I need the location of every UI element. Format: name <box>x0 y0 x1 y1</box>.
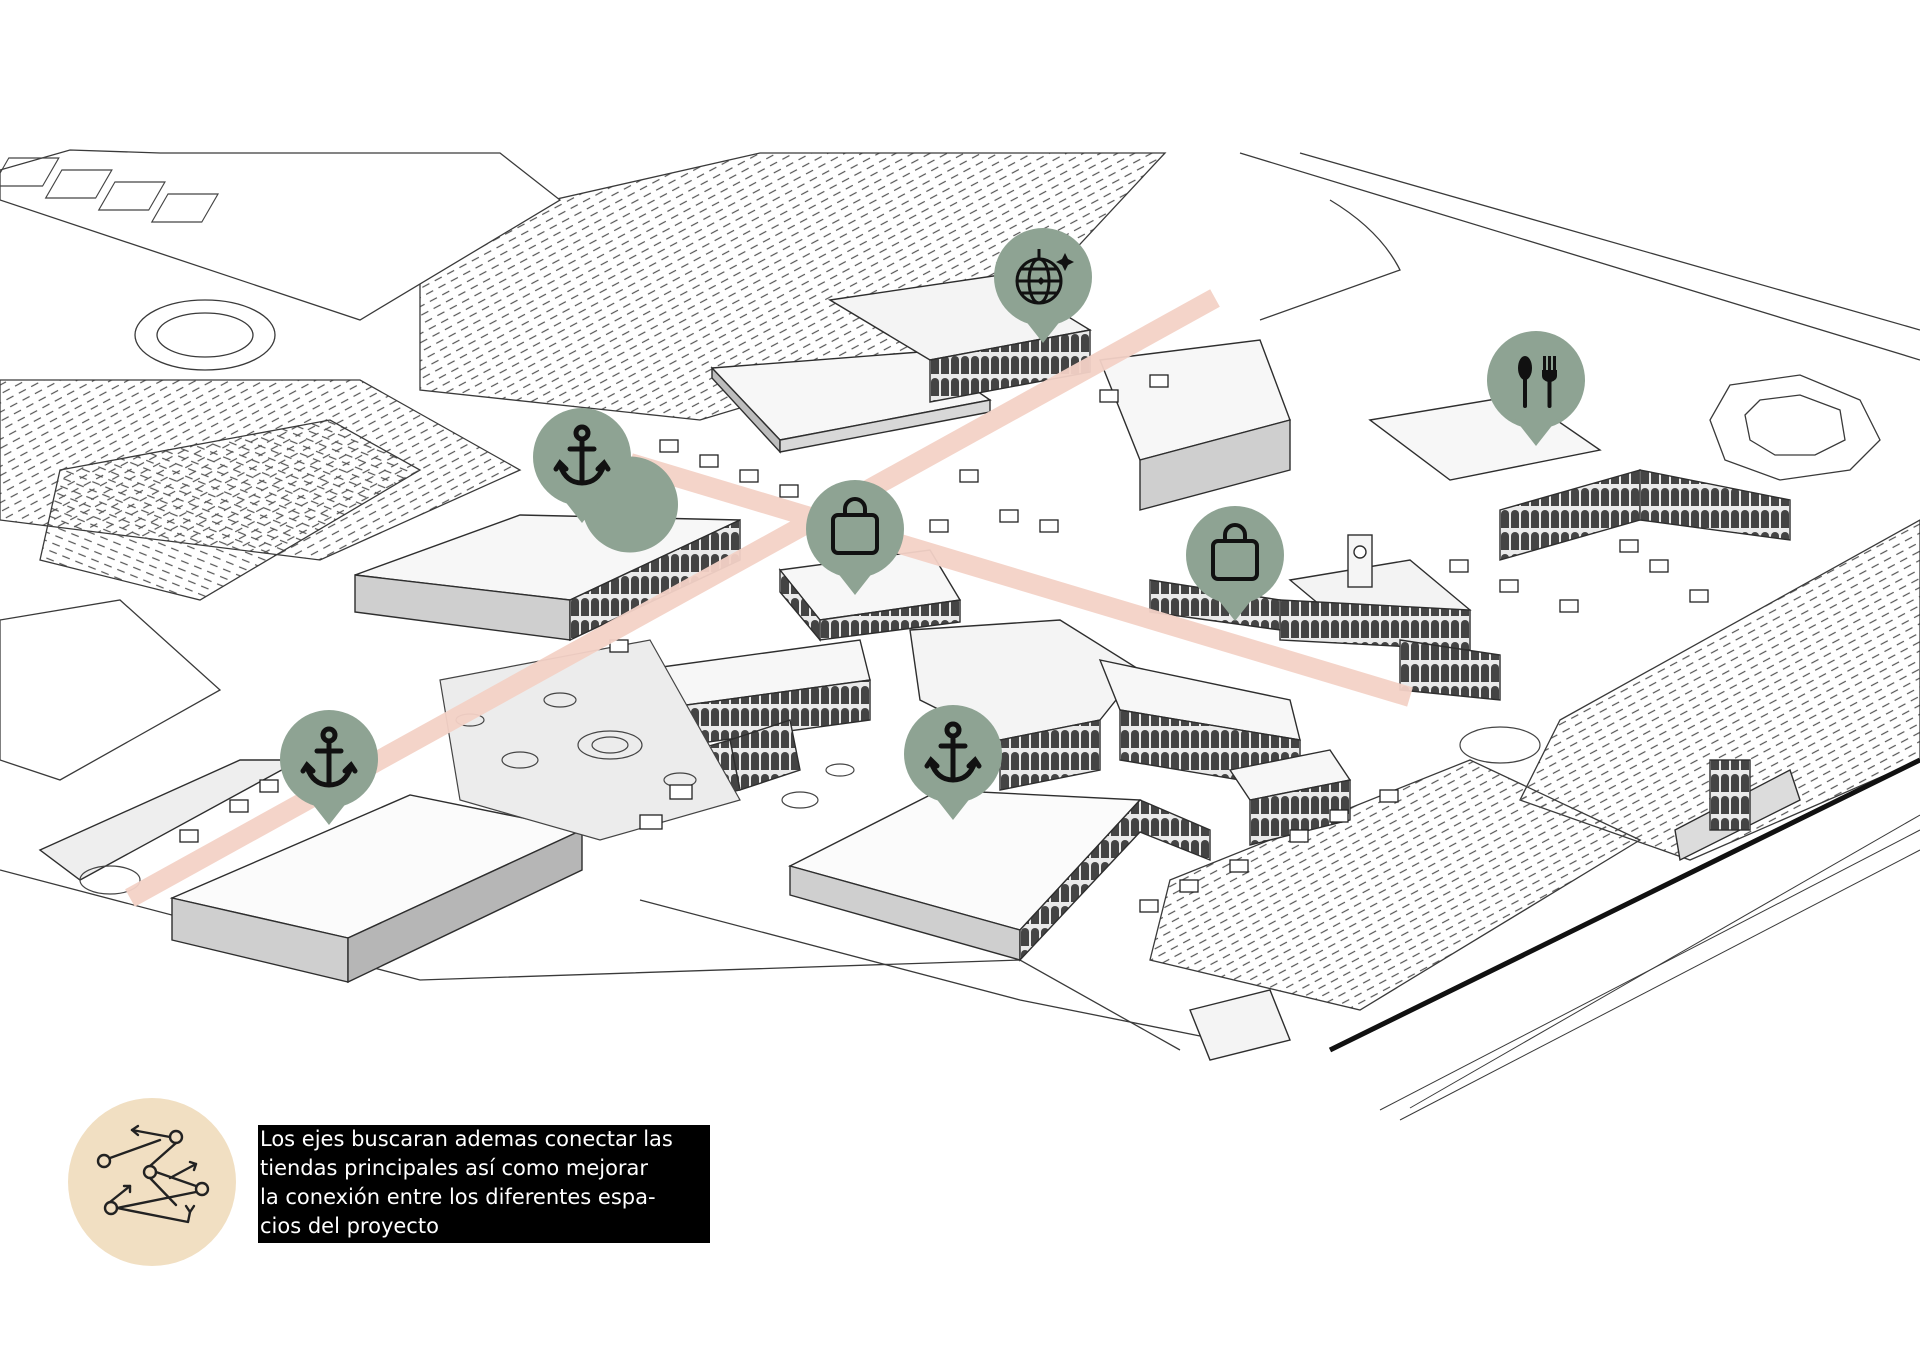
sports-block <box>0 149 562 321</box>
marker-anchor-north[interactable] <box>533 408 678 553</box>
marker-anchor-southwest[interactable] <box>280 710 378 825</box>
shopping-bag-icon <box>831 497 879 555</box>
roundabout-west <box>79 865 141 895</box>
shopping-bag-icon <box>1211 523 1259 581</box>
fountain-main <box>577 730 643 760</box>
parking-lot-west-lower <box>39 419 422 601</box>
kiosks <box>179 374 1709 913</box>
northeast-octagon-plaza <box>1709 374 1881 481</box>
legend-description: Los ejes buscaran ademas conectar las ti… <box>258 1125 710 1243</box>
fork-spoon-icon <box>1518 356 1557 408</box>
clock-tower <box>1347 534 1373 588</box>
disco-ball-icon <box>1015 249 1074 305</box>
anchor-icon <box>300 726 358 788</box>
anchor-icon <box>553 424 611 486</box>
marker-entertainment[interactable] <box>994 228 1092 343</box>
marker-shopping-central[interactable] <box>806 480 904 595</box>
connections-network-icon <box>96 1124 210 1224</box>
secondary-axis-cross <box>627 453 1413 707</box>
marker-anchor-south[interactable] <box>904 705 1002 820</box>
west-rotunda <box>134 299 276 371</box>
marker-dining[interactable] <box>1487 331 1585 446</box>
rail-embankment <box>1328 757 1920 1053</box>
marker-shopping-east[interactable] <box>1186 506 1284 621</box>
roundabout-east <box>1459 726 1541 764</box>
anchor-icon <box>924 721 982 783</box>
legend-badge <box>68 1098 236 1266</box>
tennis-courts <box>0 157 220 223</box>
parking-lot-southeast <box>1149 759 1642 1011</box>
site-linework <box>0 149 1920 1121</box>
